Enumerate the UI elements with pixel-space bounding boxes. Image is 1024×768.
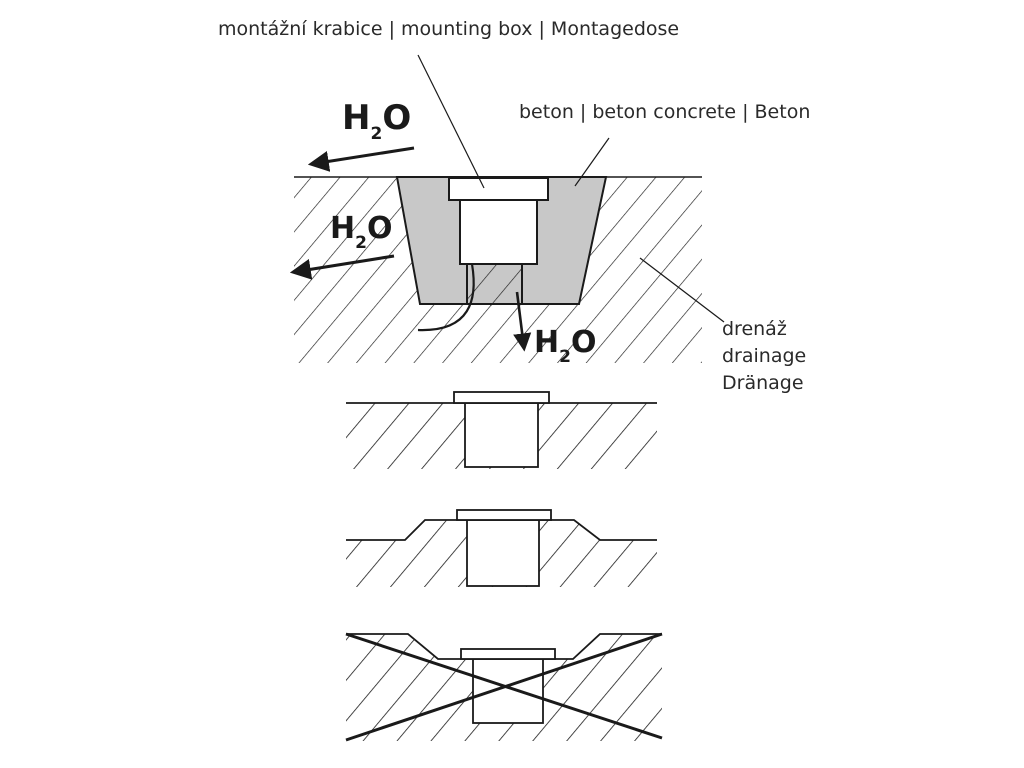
mounting-box-flange <box>456 509 552 521</box>
mounting-box-body <box>464 402 539 468</box>
mounting-box-flange <box>448 177 549 201</box>
label-drainage-de: Dränage <box>722 372 804 394</box>
label-mounting-box: montážní krabice | mounting box | Montag… <box>218 18 679 40</box>
mounting-box-flange <box>453 391 550 404</box>
leader-mounting-box <box>417 54 485 189</box>
recessed-installation-wrong <box>345 632 663 742</box>
label-drainage-cs: drenáž <box>722 318 787 340</box>
water-label-surface: H2O <box>342 98 411 144</box>
mounting-box-body <box>466 519 540 587</box>
leader-concrete <box>574 137 610 187</box>
cross-out-line <box>345 632 663 742</box>
water-arrow-drain <box>513 291 532 352</box>
drainage-gap <box>467 262 522 306</box>
cable <box>417 263 475 332</box>
label-drainage-en: drainage <box>722 345 806 367</box>
main-cross-section <box>289 54 725 363</box>
raised-installation <box>346 509 657 587</box>
water-arrow-surface <box>307 146 415 172</box>
flush-installation <box>346 391 657 469</box>
mounting-box-body <box>472 658 544 724</box>
leader-drainage <box>639 257 725 323</box>
mounting-box-flange <box>460 648 556 660</box>
water-label-ground: H2O <box>330 211 392 253</box>
mounting-box-body <box>459 199 538 265</box>
water-label-drain: H2O <box>534 325 596 367</box>
label-concrete: beton | beton concrete | Beton <box>519 101 810 123</box>
water-arrow-ground <box>289 254 395 280</box>
